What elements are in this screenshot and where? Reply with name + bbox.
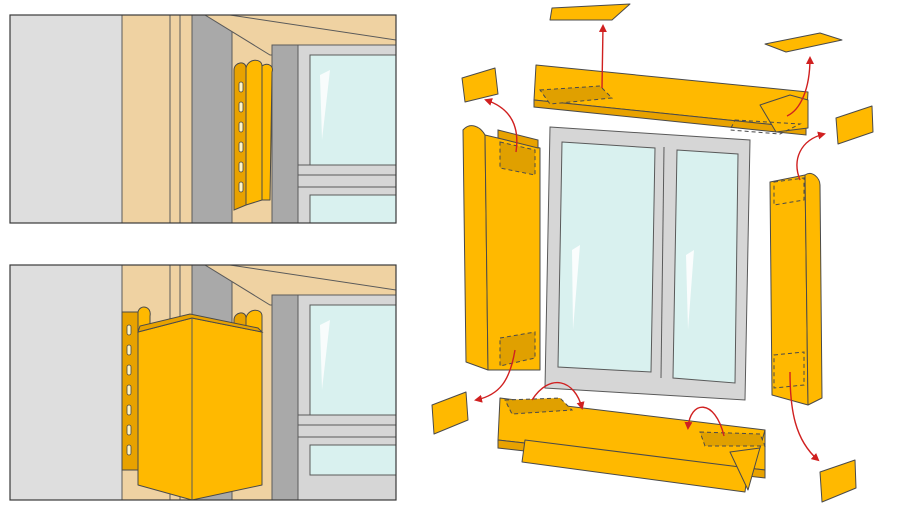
arrow-up-right [786, 56, 814, 117]
cut-arrows [474, 24, 826, 462]
left-jamb-trim [462, 125, 541, 371]
arrow-sill-left [531, 381, 585, 410]
arrow-left-top [484, 98, 518, 153]
wood-batten [121, 15, 193, 223]
arrow-up-top [598, 24, 607, 89]
cutout-top [549, 3, 631, 21]
window-transom [297, 164, 396, 188]
head-trim [533, 64, 809, 136]
arrow-left-bottom [474, 349, 516, 403]
sill-cut-left [504, 397, 574, 415]
right-jamb-trim [769, 172, 823, 406]
sill-cut-right [699, 431, 766, 447]
steel-profile-2 [271, 44, 299, 223]
sill-trim [497, 397, 766, 493]
left-jamb-top-cut [499, 141, 536, 176]
cutout-left-bottom [431, 391, 469, 435]
arrow-right-top [796, 131, 826, 181]
j-profile-trim [233, 59, 273, 211]
detail-panel-top [10, 15, 396, 223]
detail-panel-bottom [10, 265, 396, 500]
detail-panel-top-border [9, 14, 397, 224]
corner-trim-profile [121, 306, 264, 500]
detail-panel-bottom-border [9, 264, 397, 501]
cutout-right-top [835, 105, 874, 145]
steel-profile [191, 15, 233, 223]
cutout-left-top [461, 67, 499, 103]
window [544, 126, 751, 401]
cutout-top-right [764, 32, 843, 53]
wall-surface-2 [10, 265, 123, 500]
left-jamb-bottom-cut [499, 331, 536, 367]
cutout-right-bottom [819, 459, 857, 503]
head-trim-cut-left [539, 85, 614, 105]
arrow-sill-right [684, 406, 725, 437]
arrow-right-bottom [789, 371, 820, 462]
exploded-window-trim [431, 3, 874, 503]
wall-surface [10, 15, 123, 223]
